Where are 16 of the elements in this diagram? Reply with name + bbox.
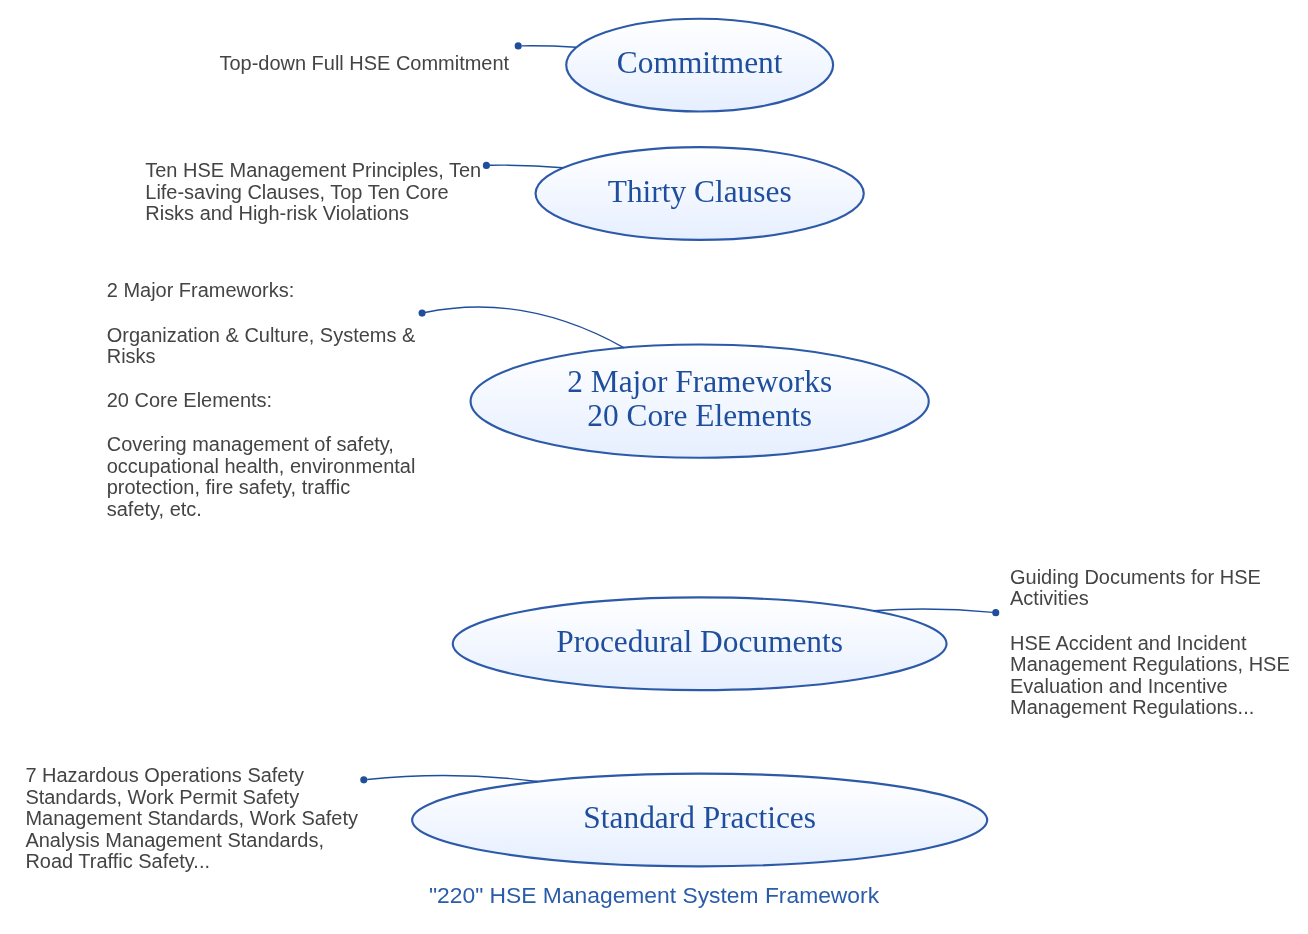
caption: "220" HSE Management System Framework	[428, 881, 880, 908]
connector	[514, 41, 577, 49]
node-ellipse: Standard Practices	[411, 772, 989, 867]
connector	[360, 774, 539, 783]
node-ellipse: Procedural Documents	[451, 595, 948, 691]
connector	[872, 607, 1000, 616]
node-ellipse: 2 Major Frameworks 20 Core Elements	[469, 342, 930, 459]
node-ellipse: Commitment	[565, 17, 835, 113]
connector	[418, 305, 625, 348]
node-text: 7 Hazardous Operations Safety Standards, Work Permit Safety Management Standards, Work Safety Analysis Management Standards, Road Traffic Safety...	[25, 763, 359, 872]
connector	[482, 161, 564, 169]
node-text: Guiding Documents for HSE Activities HSE Accident and Incident Management Regulations, HSE Evaluation and Incentive Management Regulations...	[1010, 565, 1290, 718]
node-text: Top-down Full HSE Commitment	[219, 51, 510, 74]
node-ellipse: Thirty Clauses	[534, 145, 865, 241]
node-text: Ten HSE Management Principles, Ten Life-saving Clauses, Top Ten Core Risks and High-risk Violations	[145, 158, 482, 224]
node-text: 2 Major Frameworks: Organization & Culture, Systems & Risks 20 Core Elements: Covering management of safety, occupational health, environmental protection, fire safety, traffic safety, etc.	[106, 278, 416, 520]
